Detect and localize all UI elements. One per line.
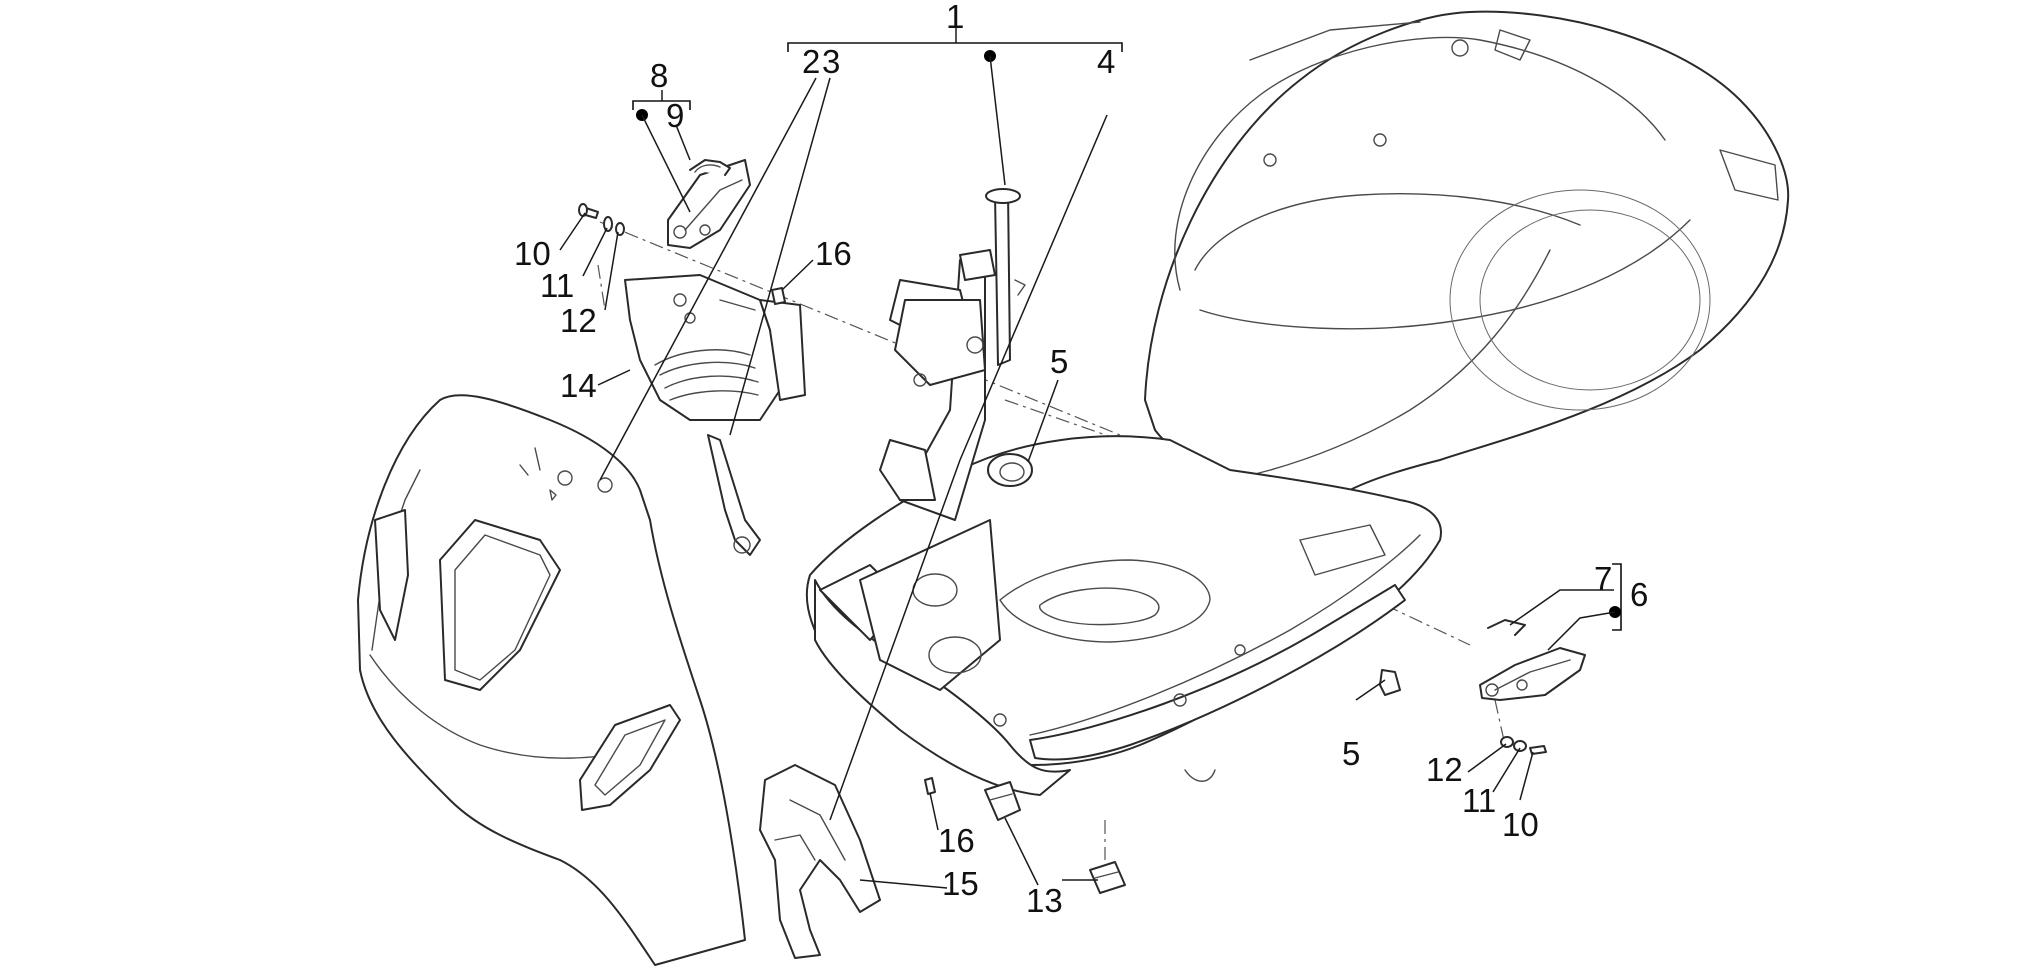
floor-mats-13	[984, 781, 1126, 894]
callout-4: 4	[1097, 43, 1115, 80]
callout-16-lower: 16	[938, 822, 975, 859]
callout-9: 9	[666, 97, 684, 134]
callout-15: 15	[942, 865, 979, 902]
callout-10-upper: 10	[514, 235, 551, 272]
callout-11-upper: 11	[540, 267, 574, 304]
callout-12-lower: 12	[1426, 751, 1463, 788]
callout-5-upper: 5	[1050, 343, 1068, 380]
rod-part	[707, 434, 761, 556]
callout-12-upper: 12	[560, 302, 597, 339]
horn-cover-part	[624, 274, 806, 421]
callout-10-lower: 10	[1502, 806, 1539, 843]
callout-2: 2	[802, 43, 820, 80]
callout-labels: 1 2 3 4 5 5 6 7 8 9 10 11 12 10 11 12 13…	[514, 0, 1648, 919]
callout-14: 14	[560, 367, 597, 404]
callout-1: 1	[946, 0, 964, 35]
body-shell	[1144, 10, 1790, 491]
hook-part-rear	[1479, 619, 1586, 701]
callout-13: 13	[1026, 882, 1063, 919]
spring-part-upper	[689, 159, 731, 176]
fasteners-upper	[578, 203, 625, 236]
assembly-bracket-6	[1547, 563, 1622, 651]
hook-part-upper	[667, 159, 751, 249]
front-shield	[357, 394, 746, 966]
callout-16-upper: 16	[815, 235, 852, 272]
assembly-bracket-1	[787, 28, 1123, 186]
assembly-bracket-8	[632, 90, 691, 213]
clip-part-upper	[771, 287, 786, 305]
callout-7: 7	[1594, 560, 1612, 597]
callout-3: 3	[822, 43, 840, 80]
leg-shield-inner	[814, 188, 1071, 796]
callout-8: 8	[650, 57, 668, 94]
lower-cover-15	[759, 764, 881, 959]
callout-6: 6	[1630, 576, 1648, 613]
callout-5-lower: 5	[1342, 735, 1360, 772]
clip-part-lower	[924, 777, 936, 795]
fasteners-rear	[1500, 736, 1547, 755]
leader-lines	[559, 77, 1614, 889]
callout-11-lower: 11	[1462, 782, 1496, 819]
